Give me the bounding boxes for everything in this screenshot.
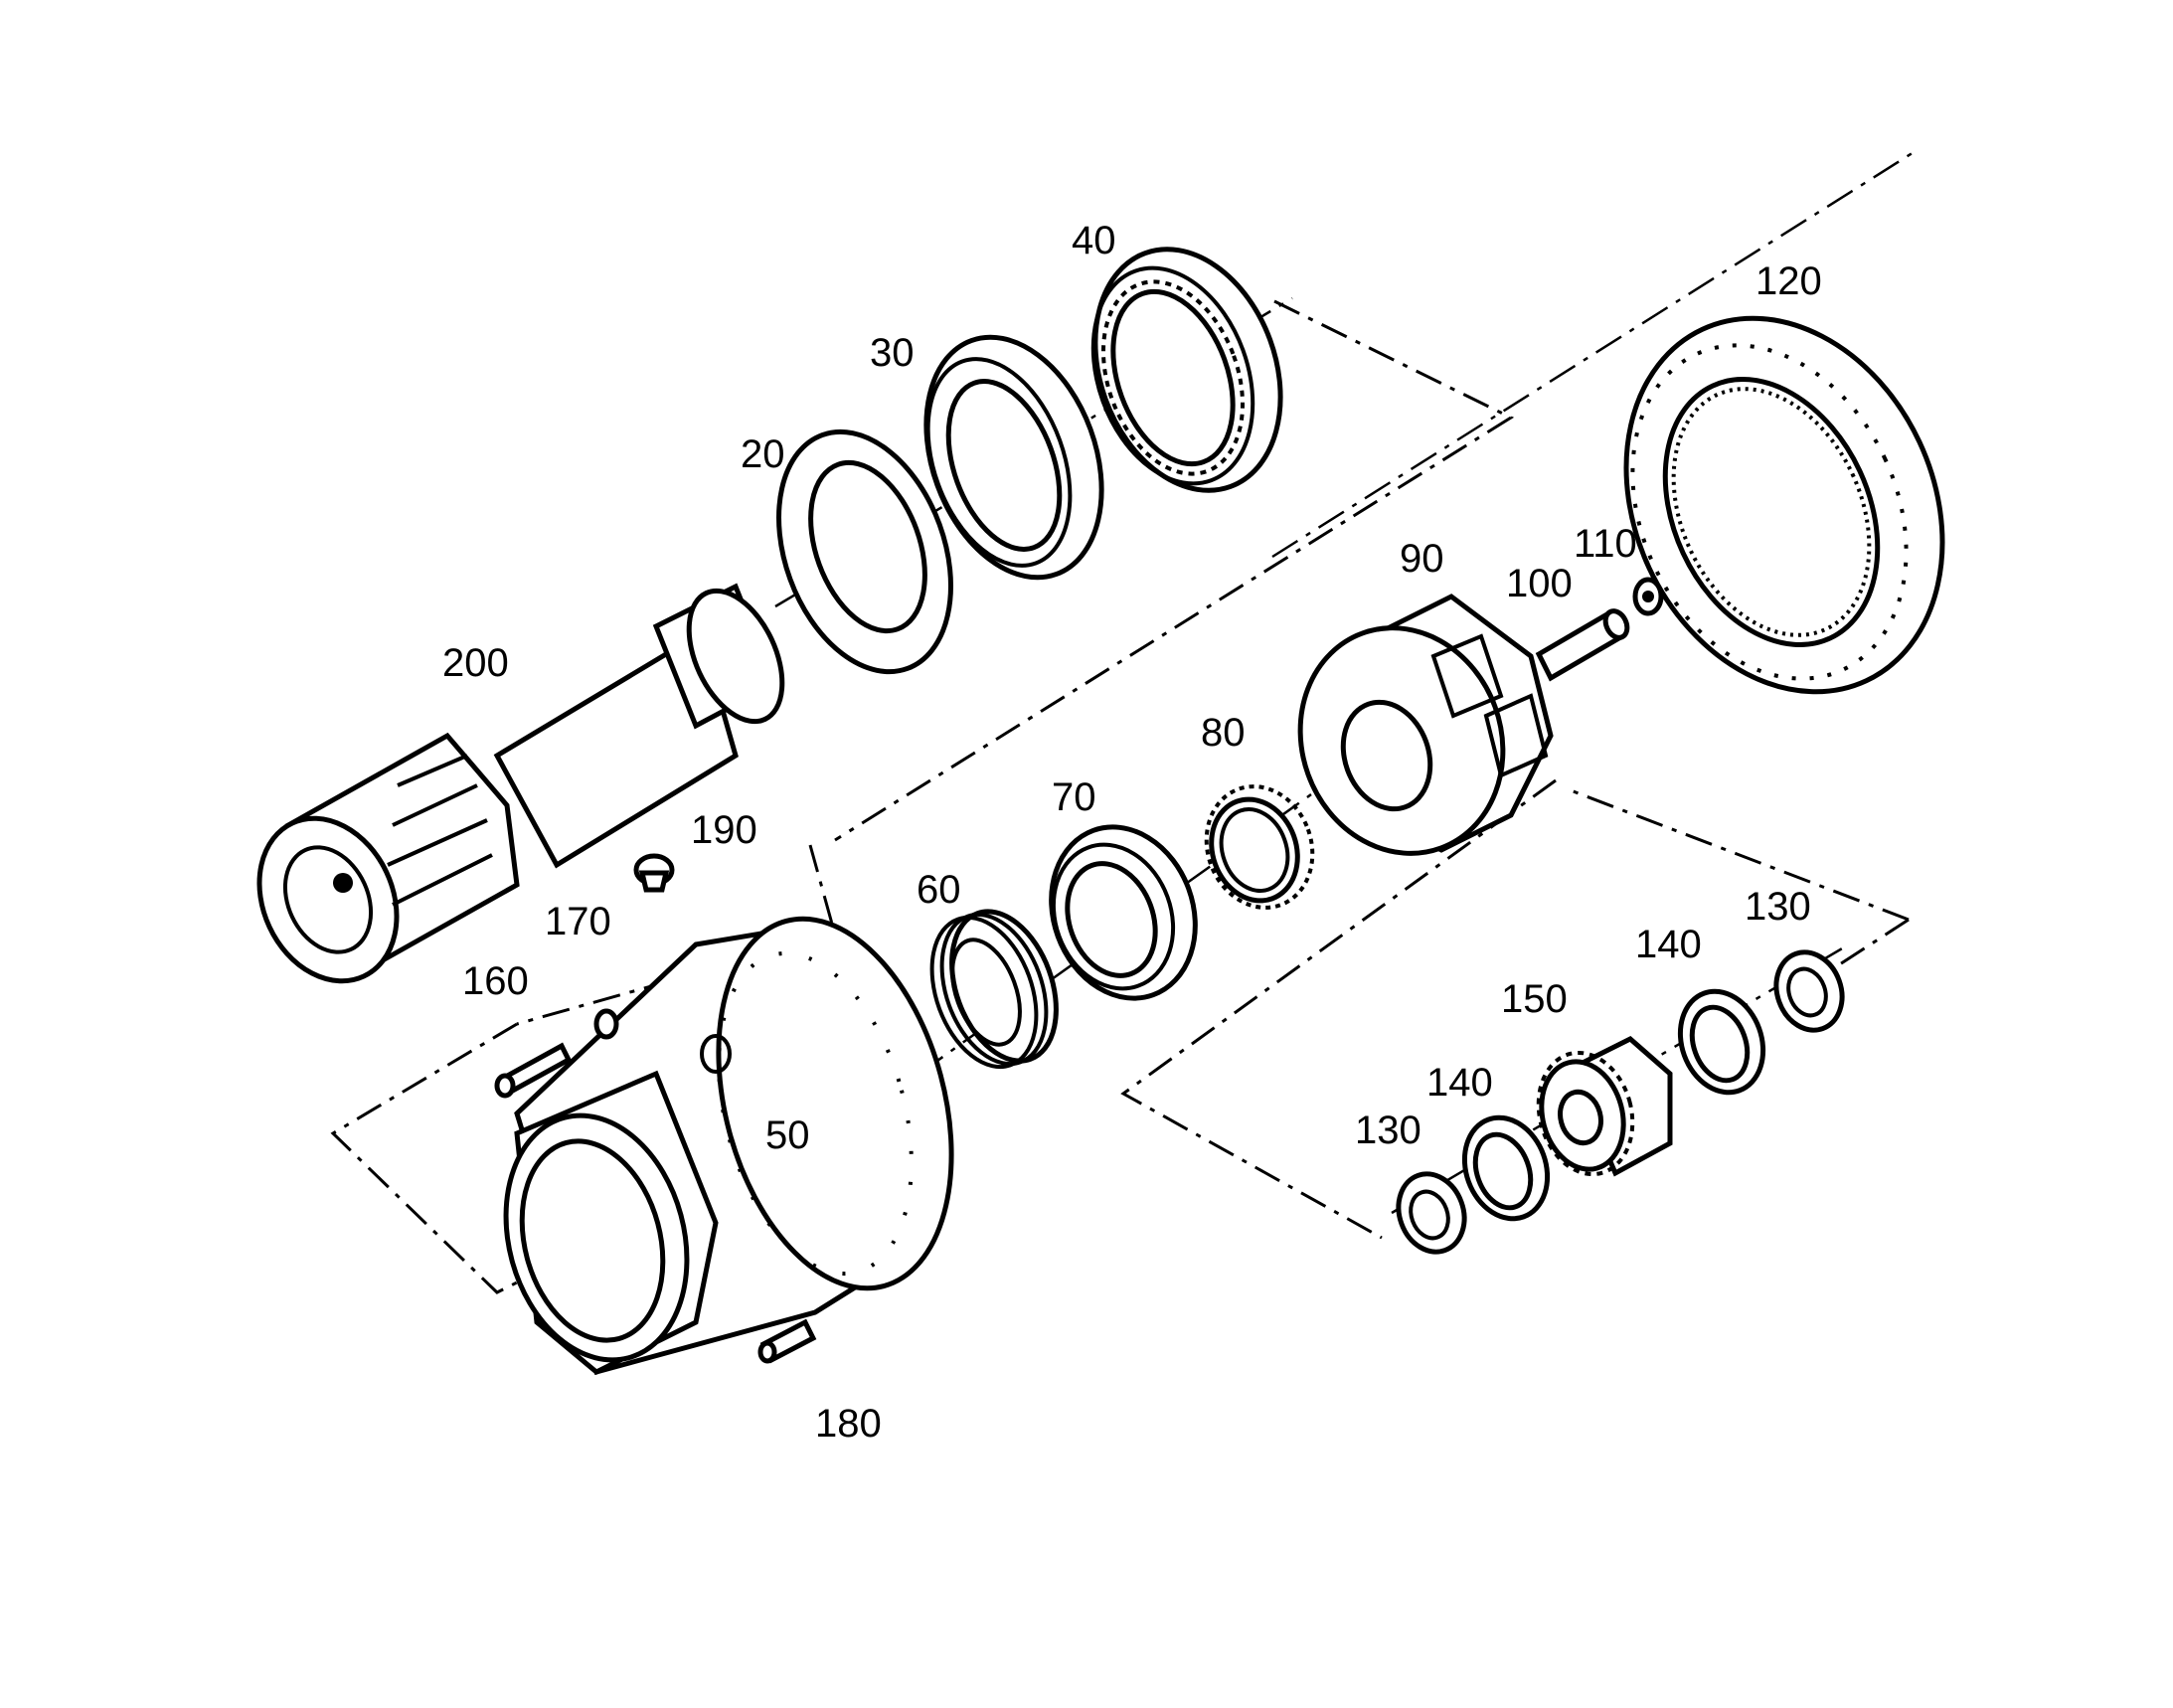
label-150: 150 — [1501, 977, 1568, 1021]
part-140-snap-ring-right — [1677, 988, 1766, 1096]
part-70-bearing — [1049, 824, 1198, 1001]
label-140-right: 140 — [1635, 923, 1702, 966]
part-80-toothed-ring — [1204, 784, 1315, 910]
label-120: 120 — [1755, 259, 1822, 303]
label-20: 20 — [741, 432, 785, 476]
part-160-bolt — [494, 1042, 573, 1099]
label-180: 180 — [815, 1402, 882, 1446]
label-90: 90 — [1400, 537, 1444, 581]
label-170: 170 — [545, 900, 611, 943]
label-50: 50 — [765, 1113, 810, 1157]
label-130-left: 130 — [1355, 1109, 1421, 1152]
label-40: 40 — [1072, 219, 1116, 262]
label-30: 30 — [870, 331, 915, 375]
part-50-hub-housing — [503, 916, 954, 1376]
label-190: 190 — [691, 808, 757, 852]
part-150-planet-gear — [1536, 1036, 1673, 1177]
part-110-washer — [1632, 577, 1664, 616]
label-60: 60 — [917, 868, 961, 912]
label-160: 160 — [462, 959, 529, 1003]
part-90-planet-carrier — [1297, 594, 1554, 856]
part-190-screw — [633, 853, 675, 893]
label-70: 70 — [1052, 775, 1096, 819]
part-30-seal-ring — [923, 334, 1104, 581]
label-80: 80 — [1201, 711, 1246, 755]
part-140-snap-ring-left — [1461, 1114, 1551, 1222]
part-180-dowel-pin — [757, 1318, 817, 1364]
part-100-pin — [1535, 608, 1630, 682]
part-130-bearing-left — [1396, 1171, 1467, 1255]
label-130-right: 130 — [1745, 885, 1811, 929]
callout-labels: 20 30 40 50 60 70 80 90 100 110 120 130 … — [442, 219, 1822, 1446]
label-140-left: 140 — [1426, 1061, 1493, 1105]
label-110: 110 — [1574, 522, 1637, 566]
label-200: 200 — [442, 641, 509, 685]
part-40-roller-bearing — [1090, 247, 1283, 493]
part-130-bearing-right — [1773, 949, 1845, 1033]
label-100: 100 — [1506, 562, 1573, 605]
part-200-pinion-shaft — [256, 583, 785, 984]
part-60-shim-stack — [929, 909, 1059, 1070]
part-120-ring-gear — [1623, 315, 1945, 695]
part-20-washer — [776, 428, 953, 675]
part-170-nut — [593, 1008, 619, 1040]
